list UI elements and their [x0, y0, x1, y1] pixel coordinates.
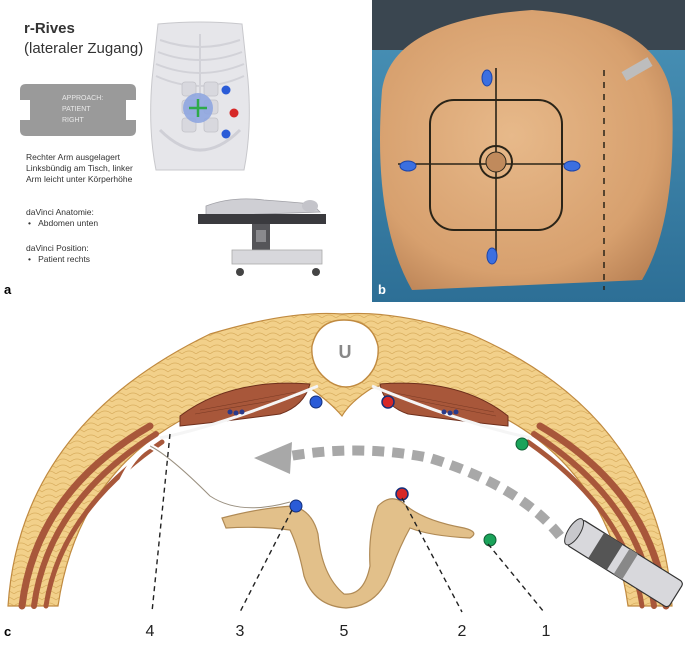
panel-c-cross-section: U — [0, 306, 685, 643]
port-marker-green-upper — [515, 437, 529, 451]
position-item: Patient rechts — [38, 254, 91, 264]
port-marker-red-lower — [395, 487, 409, 501]
abdomen-skin — [380, 10, 673, 290]
callout-lines — [151, 433, 545, 613]
port-blue-lower — [221, 129, 231, 139]
abdomen-photo — [372, 0, 685, 302]
panel-a-subtitle: (lateraler Zugang) — [24, 40, 144, 57]
port-red — [229, 108, 239, 118]
approach-tag-line-1: APPROACH: — [62, 95, 103, 102]
epigastric-vessels — [227, 409, 459, 416]
anatomy-heading: daVinci Anatomie: — [26, 207, 94, 217]
position-block: daVinci Position: • Patient rechts — [26, 243, 90, 265]
port-marker-blue-lower — [289, 499, 303, 513]
needle-left-icon — [399, 160, 417, 172]
callout-4: 4 — [146, 623, 155, 640]
port-marker-blue-upper — [309, 395, 323, 409]
torso-illustration — [150, 21, 250, 171]
callout-5: 5 — [340, 623, 349, 640]
approach-tag-line-2: PATIENT — [62, 106, 91, 113]
approach-tag-icon: APPROACH: PATIENT RIGHT — [20, 84, 136, 136]
panel-a-letter: a — [4, 282, 12, 297]
needle-top-icon — [481, 69, 493, 87]
panel-a-title: r-Rives — [24, 20, 75, 37]
anatomy-item: Abdomen unten — [38, 218, 99, 228]
cross-section-diagram: U — [4, 312, 683, 640]
approach-tag-line-3: RIGHT — [62, 117, 85, 124]
position-bullet: • — [28, 254, 31, 264]
arm-note: Rechter Arm ausgelagert Linksbündig am T… — [26, 152, 133, 185]
needle-bottom-icon — [486, 247, 498, 265]
panel-c-letter: c — [4, 624, 11, 639]
rectus-muscle-right — [379, 382, 509, 427]
arm-note-line-1: Rechter Arm ausgelagert — [26, 152, 121, 162]
panel-b-photo: b — [372, 0, 685, 302]
trocar-instrument-icon — [564, 518, 683, 608]
position-heading: daVinci Position: — [26, 243, 89, 253]
trocar-icon — [621, 57, 653, 81]
panel-a: r-Rives (lateraler Zugang) APPROACH: PAT… — [0, 0, 370, 302]
callout-3: 3 — [236, 623, 245, 640]
callout-1: 1 — [542, 623, 551, 640]
arrow-head-icon — [254, 442, 292, 474]
umbilicus-marking — [479, 145, 513, 179]
umbilicus — [311, 319, 379, 388]
arm-note-line-2: Linksbündig am Tisch, linker — [26, 163, 133, 173]
target-cross-icon — [189, 99, 207, 117]
panel-b-letter: b — [378, 282, 386, 297]
callout-2: 2 — [458, 623, 467, 640]
operating-table-illustration — [198, 198, 326, 276]
access-path-arrow — [289, 445, 564, 540]
port-marker-red-upper — [381, 395, 395, 409]
peritoneal-sac — [221, 498, 475, 609]
anatomy-block: daVinci Anatomie: • Abdomen unten — [26, 207, 98, 229]
anatomy-bullet: • — [28, 218, 31, 228]
umbilicus-label: U — [339, 342, 352, 362]
needle-right-icon — [563, 160, 581, 172]
port-blue-upper — [221, 85, 231, 95]
port-marker-green-lower — [483, 533, 497, 547]
arm-note-line-3: Arm leicht unter Körperhöhe — [26, 174, 133, 184]
